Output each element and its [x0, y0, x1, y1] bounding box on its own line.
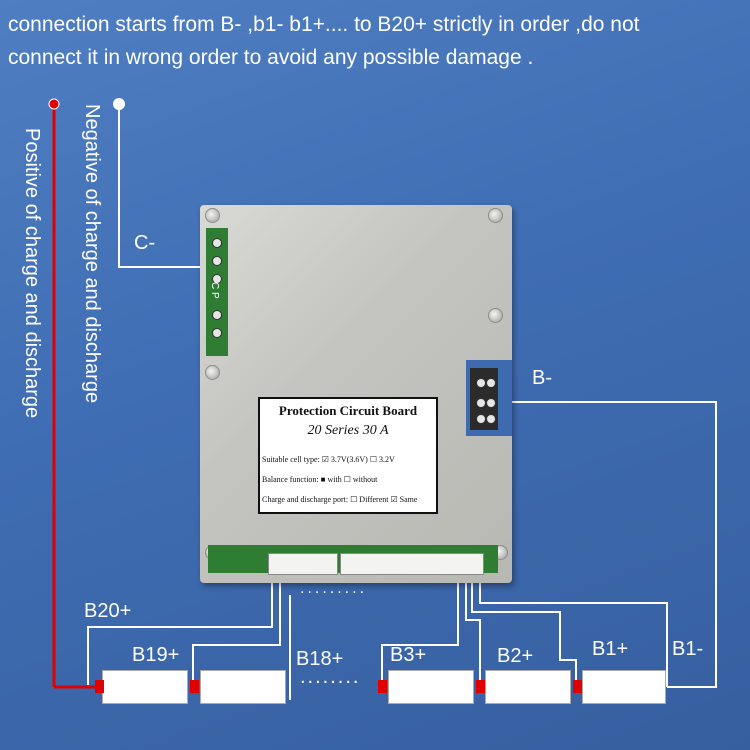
b1-minus-label: B1-: [672, 638, 704, 660]
c-minus-terminal-dot: [113, 98, 125, 110]
label-cell-type: Suitable cell type: ☑ 3.7V(3.6V) ☐ 3.2V: [262, 455, 395, 464]
middle-ellipsis: .........: [300, 580, 368, 597]
c-port-pad: [212, 310, 222, 320]
b-minus-pad: [476, 378, 486, 388]
label-balance-function: Balance function: ■ with ☐ without: [262, 475, 378, 484]
battery-terminal: [190, 680, 199, 693]
label-title: Protection Circuit Board: [278, 403, 418, 418]
mounting-hole-top-left: [205, 208, 220, 223]
mounting-hole-mid-right: [488, 308, 503, 323]
battery-terminal: [573, 680, 582, 693]
b20-plus-label: B20+: [84, 600, 132, 622]
balance-connector-large: [340, 553, 484, 575]
battery-cell-1: [582, 670, 666, 704]
positive-terminal-dot: [48, 98, 60, 110]
positive-charge-discharge-label: Positive of charge and discharge: [21, 128, 43, 419]
battery-cell-2: [485, 670, 571, 704]
balance-connector-small: [268, 553, 338, 575]
protection-board-label: Protection Circuit Board 20 Series 30 A …: [258, 397, 438, 514]
c-port-silkscreen: C P: [209, 282, 220, 299]
c-port-pad: [212, 274, 222, 284]
label-charge-discharge-port: Charge and discharge port: ☐ Different ☑…: [262, 495, 418, 504]
b2-plus-label: B2+: [497, 645, 534, 667]
battery-cell-20: [102, 670, 188, 704]
b1-minus-wire: [479, 573, 668, 687]
b3-plus-wire: [381, 573, 459, 684]
b2-plus-wire: [465, 573, 481, 684]
b-minus-pad: [486, 398, 496, 408]
b-minus-pad: [476, 398, 486, 408]
b3-plus-label: B3+: [390, 644, 427, 666]
c-port-pad: [212, 238, 222, 248]
b-minus-pad: [486, 378, 496, 388]
c-port-pad: [212, 256, 222, 266]
b19-plus-label: B19+: [132, 644, 180, 666]
b1-plus-label: B1+: [592, 638, 629, 660]
negative-charge-discharge-label: Negative of charge and discharge: [81, 104, 103, 404]
instruction-line-1: connection starts from B- ,b1- b1+.... t…: [8, 13, 640, 36]
protection-circuit-board: [200, 205, 512, 583]
b-minus-pad: [486, 414, 496, 424]
instruction-line-2: connect it in wrong order to avoid any p…: [8, 46, 534, 69]
b1-plus-wire: [471, 573, 577, 684]
b-minus-pad: [476, 414, 486, 424]
battery-cell-3: [388, 670, 474, 704]
c-port-pad: [212, 328, 222, 338]
instruction-note: connection starts from B- ,b1- b1+.... t…: [8, 8, 743, 74]
b-minus-wire: [497, 401, 717, 688]
b20-plus-wire: [87, 573, 273, 685]
b18-plus-label: B18+: [296, 648, 344, 670]
bottom-ellipsis: ........: [300, 666, 361, 688]
c-minus-label: C-: [134, 232, 156, 254]
mounting-hole-left: [205, 365, 220, 380]
mounting-hole-top-right: [488, 208, 503, 223]
label-series: 20 Series 30 A: [307, 423, 389, 438]
battery-terminal: [476, 680, 485, 693]
b-minus-label: B-: [532, 367, 552, 389]
battery-cell-19: [200, 670, 286, 704]
battery-terminal: [95, 680, 104, 693]
battery-terminal: [378, 680, 387, 693]
b19-plus-wire: [192, 573, 281, 684]
c-minus-wire: [118, 104, 213, 268]
c-port-pad-strip: [206, 228, 228, 356]
